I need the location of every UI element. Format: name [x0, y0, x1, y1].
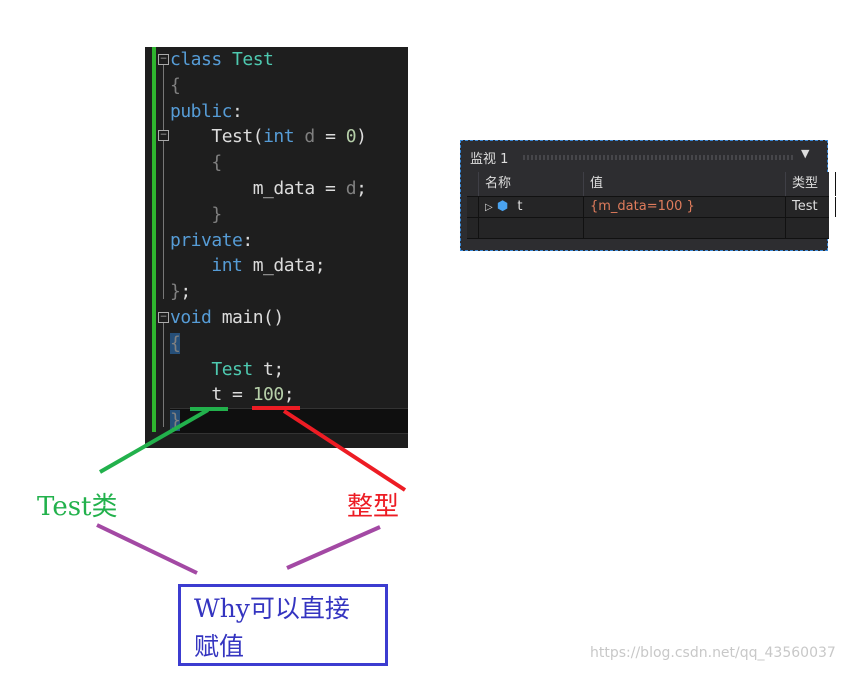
code-token: private: [170, 229, 243, 251]
title-grip[interactable]: [523, 155, 793, 160]
code-token: {: [170, 74, 181, 96]
code-token: d: [345, 178, 357, 199]
code-line[interactable]: int m_data;: [170, 255, 325, 276]
code-token: t =: [170, 384, 253, 406]
code-token: ;: [283, 384, 295, 406]
code-token: void: [170, 307, 212, 328]
collapse-icon[interactable]: −: [158, 312, 169, 323]
code-token: Test: [211, 126, 253, 148]
code-token: ;: [356, 178, 367, 199]
code-token: {: [211, 152, 222, 174]
object-icon: ⬢: [496, 199, 509, 214]
code-token: 0: [345, 126, 357, 148]
code-token: m_data;: [242, 255, 326, 277]
code-line[interactable]: public:: [170, 100, 243, 122]
code-token: main(): [211, 307, 285, 328]
code-line[interactable]: };: [170, 281, 191, 302]
code-line[interactable]: m_data = d;: [170, 178, 367, 199]
code-line[interactable]: class Test: [170, 49, 274, 70]
code-line[interactable]: t = 100;: [170, 384, 294, 405]
code-token: (: [252, 126, 264, 148]
watch-row[interactable]: ▷ ⬢ t {m_data=100 } Test: [467, 197, 836, 218]
code-token: Test: [221, 49, 274, 70]
code-token: }: [211, 203, 222, 225]
purple-line-right: [286, 525, 381, 570]
code-token: Test: [211, 358, 253, 380]
code-line[interactable]: {: [170, 74, 181, 96]
code-token: =: [314, 126, 346, 148]
code-token: }: [170, 281, 181, 303]
change-indicator-bar: [152, 47, 156, 432]
code-token: {: [170, 332, 181, 354]
green-arrow-line: [99, 408, 209, 474]
code-line[interactable]: {: [170, 152, 222, 173]
question-line-1: Why可以直接: [194, 594, 350, 623]
code-line[interactable]: private:: [170, 230, 253, 251]
watch-empty-row[interactable]: [467, 218, 829, 239]
code-line[interactable]: void main(): [170, 307, 284, 328]
code-token: public: [170, 100, 233, 122]
code-token: t;: [252, 358, 284, 380]
question-box: Why可以直接 赋值: [178, 584, 388, 666]
collapse-icon[interactable]: −: [158, 54, 169, 65]
code-token: m_data =: [170, 178, 346, 199]
purple-line-left: [96, 523, 198, 575]
code-token: ;: [180, 281, 191, 303]
column-header-name[interactable]: 名称: [479, 172, 584, 196]
code-token: int: [263, 126, 295, 148]
dropdown-icon[interactable]: ▼: [801, 147, 810, 160]
watch-row-name: t: [517, 199, 523, 214]
watch-window: 监视 1 ▼ 名称 值 类型 ▷ ⬢ t {m_data=100 } Test: [460, 140, 836, 251]
code-token: }: [170, 410, 181, 432]
watch-row-type: Test: [786, 197, 836, 217]
code-token: class: [170, 49, 222, 70]
outline-guide: [163, 59, 164, 299]
code-line[interactable]: {: [170, 332, 181, 354]
watch-row-value[interactable]: {m_data=100 }: [584, 197, 786, 217]
test-class-label: Test类: [37, 492, 118, 522]
code-token: d: [294, 126, 315, 148]
watermark: https://blog.csdn.net/qq_43560037: [590, 645, 836, 661]
code-token: :: [242, 229, 253, 251]
code-line[interactable]: }: [170, 410, 181, 432]
expand-icon[interactable]: ▷: [485, 202, 493, 213]
question-line-2: 赋值: [194, 632, 245, 661]
code-line[interactable]: Test t;: [170, 359, 284, 380]
red-arrow-line: [282, 409, 407, 492]
code-editor[interactable]: − − − class Test{public: Test(int d = 0)…: [145, 47, 408, 448]
column-header-value[interactable]: 值: [584, 172, 786, 196]
code-line[interactable]: }: [170, 204, 222, 225]
collapse-icon[interactable]: −: [158, 130, 169, 141]
code-token: :: [232, 100, 243, 122]
code-token: 100: [252, 384, 285, 406]
column-header-type[interactable]: 类型: [786, 172, 836, 196]
outline-guide: [163, 317, 164, 427]
code-token: int: [211, 255, 243, 277]
watch-title: 监视 1: [470, 152, 509, 167]
integer-label: 整型: [347, 492, 400, 522]
code-token: ): [356, 126, 367, 148]
code-line[interactable]: Test(int d = 0): [170, 126, 367, 148]
